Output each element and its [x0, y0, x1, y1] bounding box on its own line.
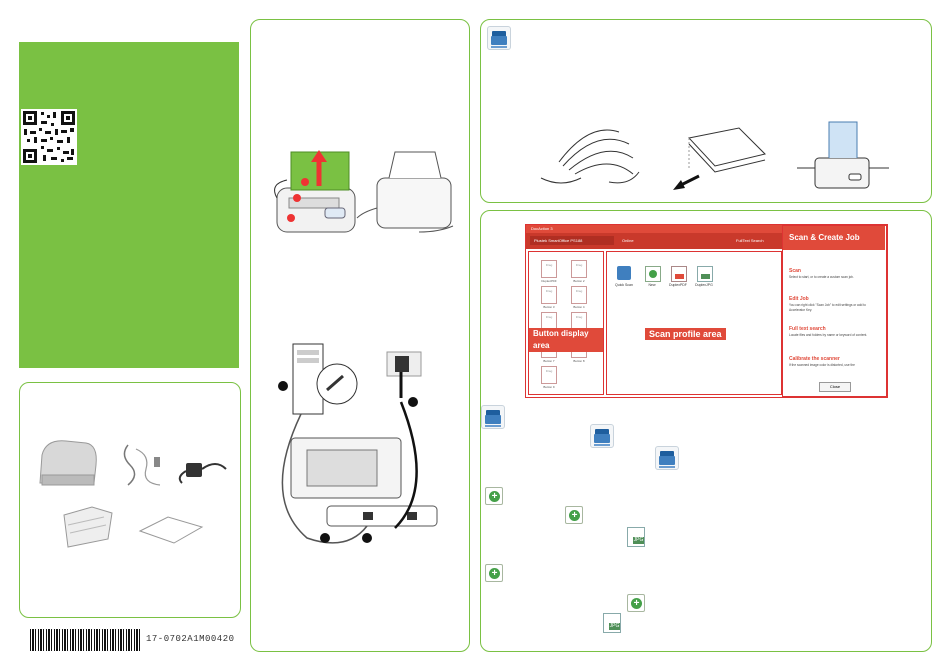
button-tile[interactable]: Drag: [541, 286, 557, 304]
package-items-illustration: [39, 440, 227, 548]
scanner-dropdown[interactable]: Plustek SmartOffice PS188: [530, 236, 614, 245]
help-panel: Scan & Create Job Scan Select to start, …: [782, 225, 887, 397]
help-section-title: Edit Job: [789, 296, 809, 302]
tile-label: Button 7: [543, 359, 555, 363]
button-tile[interactable]: Drag: [541, 366, 557, 384]
tile-label: DuplexPDF: [541, 279, 557, 283]
plus-icon: +: [485, 487, 503, 505]
close-button[interactable]: Close: [819, 382, 851, 392]
fulltext-search-button[interactable]: FullText Search: [736, 238, 764, 243]
setup-steps-panel: [250, 19, 470, 652]
scanner-icon: [481, 405, 505, 429]
profile-label: New: [648, 283, 656, 287]
help-section-title: Calibrate the scanner: [789, 356, 840, 362]
button-tile[interactable]: Drag: [571, 286, 587, 304]
help-section-title: Full text search: [789, 326, 826, 332]
green-cover-block: [19, 42, 239, 368]
tile-label: Button 4: [573, 305, 585, 309]
tile-label: Button 9: [543, 385, 555, 389]
jpg-file-icon: JPG: [603, 613, 621, 633]
app-screenshot: DocAction 3 Plustek SmartOffice PS188 On…: [525, 224, 888, 398]
help-section-title: Scan: [789, 268, 801, 274]
button-tile[interactable]: Drag: [541, 260, 557, 278]
jpg-file-icon: JPG: [627, 527, 645, 547]
package-contents-panel: [19, 382, 241, 618]
barcode-number: 17-0702A1M00420: [146, 634, 235, 644]
help-section-body: If the scanned image color is distorted,…: [789, 363, 855, 367]
tile-label: Button 8: [573, 359, 585, 363]
plus-icon: +: [627, 594, 645, 612]
new-profile-icon[interactable]: [645, 266, 661, 282]
help-section-body: Locate files and folders by name or keyw…: [789, 333, 868, 337]
qr-code-icon: [21, 109, 77, 165]
button-display-area-label: Button display area: [529, 328, 603, 352]
help-heading: Scan & Create Job: [783, 226, 885, 250]
barcode: [30, 629, 140, 651]
quick-scan-icon[interactable]: [617, 266, 631, 280]
profile-label: DuplexJPG: [695, 283, 713, 287]
button-display-area: Drag DuplexPDF Drag Button 2 Drag Button…: [528, 251, 604, 395]
scan-profile-area-label: Scan profile area: [645, 328, 726, 340]
paper-preparation-panel: [480, 19, 932, 203]
scan-profile-area: Quick Scan New DuplexPDF DuplexJPG Scan …: [606, 251, 782, 395]
cable-connection-illustration: [278, 343, 438, 544]
tile-label: Button 2: [573, 279, 585, 283]
help-section-body: You can right click "Scan Job" to edit s…: [789, 303, 866, 312]
duplex-pdf-icon[interactable]: [671, 266, 687, 282]
profile-label: DuplexPDF: [669, 283, 687, 287]
paper-handling-illustration: [540, 121, 889, 190]
tile-label: Button 3: [543, 305, 555, 309]
software-panel: [480, 210, 932, 652]
online-status: Online: [622, 238, 634, 243]
scanner-icon: [655, 446, 679, 470]
plus-icon: +: [485, 564, 503, 582]
plus-icon: +: [565, 506, 583, 524]
button-tile[interactable]: Drag: [571, 260, 587, 278]
scanner-icon: [590, 424, 614, 448]
duplex-jpg-icon[interactable]: [697, 266, 713, 282]
paper-tray-illustration: [274, 150, 454, 233]
help-section-body: Select to start, or to create a custom s…: [789, 275, 854, 279]
scanner-icon: [487, 26, 511, 50]
profile-label: Quick Scan: [615, 283, 633, 287]
app-title-bar: DocAction 3: [526, 225, 782, 233]
